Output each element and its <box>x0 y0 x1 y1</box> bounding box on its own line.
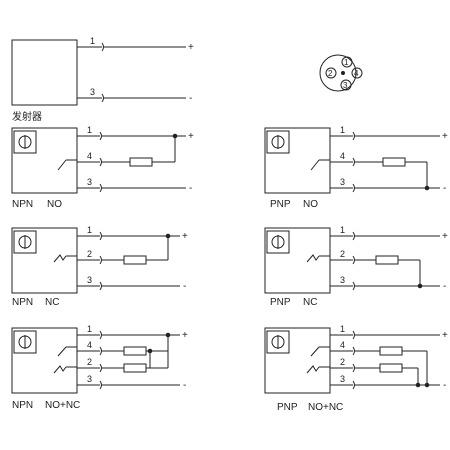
pin-label: 1 <box>340 125 345 135</box>
connector-pinout <box>319 54 363 92</box>
sensor-type-label: NPN <box>12 297 33 308</box>
sensor-icon-frame <box>266 230 290 254</box>
load-resistor <box>379 346 403 356</box>
load-resistor <box>382 157 406 167</box>
sensor-box <box>264 327 331 394</box>
connector-pin-label-4: 4 <box>354 69 359 78</box>
sensor-type-label: NPN <box>12 400 33 411</box>
pin-label: 3 <box>87 374 92 384</box>
minus-sign: - <box>183 281 186 292</box>
sensor-mode-label: NC <box>303 297 317 308</box>
pnp-nonc-block <box>264 327 440 394</box>
load-resistor <box>375 255 399 265</box>
sensor-box <box>11 327 78 394</box>
pin-label: 3 <box>87 275 92 285</box>
no-switch <box>57 346 67 357</box>
connector-pin-1 <box>341 56 353 68</box>
pin-label: 1 <box>87 324 92 334</box>
nc-switch <box>306 365 320 374</box>
sensor-mode-label: NC <box>45 297 59 308</box>
minus-sign: - <box>183 380 186 391</box>
emitter-box <box>11 39 78 106</box>
connector-pin-4 <box>351 67 363 79</box>
sensor-type-label: PNP <box>270 297 291 308</box>
sensor-type-label: PNP <box>277 402 298 413</box>
pnp-no-block <box>264 127 440 194</box>
connector-center <box>341 71 345 75</box>
plus-sign: + <box>188 131 194 142</box>
sensor-icon-frame <box>266 330 290 354</box>
pin-label: 4 <box>340 340 345 350</box>
minus-sign: - <box>443 380 446 391</box>
sensor-icon-frame <box>266 130 290 154</box>
pin-label: 3 <box>87 177 92 187</box>
pin-label: 1 <box>340 225 345 235</box>
sensor-box <box>264 227 331 294</box>
connector-hook <box>101 93 104 103</box>
load-resistor <box>379 363 403 373</box>
connector-pin-3 <box>340 79 352 91</box>
npn-nc-block <box>11 227 180 294</box>
sensor-icon-frame <box>13 130 37 154</box>
pin-label: 2 <box>87 249 92 259</box>
plus-sign: + <box>442 231 448 242</box>
connector-outline <box>319 54 357 92</box>
connector-pin-label-2: 2 <box>328 69 333 78</box>
connector-pin-label-1: 1 <box>344 58 349 67</box>
no-switch <box>57 159 67 171</box>
pin-label: 2 <box>340 357 345 367</box>
load-resistor <box>123 363 147 373</box>
load-resistor <box>123 346 147 356</box>
sensor-mode-label: NO <box>47 199 62 210</box>
pin-label: 1 <box>87 225 92 235</box>
sensor-icon-frame <box>13 330 37 354</box>
sensor-type-label: PNP <box>270 199 291 210</box>
pin-label: 3 <box>340 177 345 187</box>
pin-label: 1 <box>340 324 345 334</box>
sensor-box <box>11 227 78 294</box>
plus-sign: + <box>442 131 448 142</box>
sensor-mode-label: NO <box>303 199 318 210</box>
pin-label: 3 <box>340 374 345 384</box>
connector-pin-label-3: 3 <box>343 81 348 90</box>
no-switch <box>310 159 320 171</box>
load-resistor <box>129 157 153 167</box>
pin-label: 1 <box>87 125 92 135</box>
pin-label: 2 <box>87 357 92 367</box>
nc-switch <box>53 254 67 263</box>
pnp-nc-block <box>264 227 440 294</box>
load-resistor <box>123 255 147 265</box>
no-switch <box>310 346 320 357</box>
emitter-pin-3-label: 3 <box>90 87 95 97</box>
pin-label: 4 <box>87 340 92 350</box>
emitter-plus-sign: + <box>188 42 194 53</box>
emitter-block <box>11 39 186 106</box>
plus-sign: + <box>182 330 188 341</box>
minus-sign: - <box>443 281 446 292</box>
pin-label: 3 <box>340 275 345 285</box>
plus-sign: + <box>442 330 448 341</box>
minus-sign: - <box>443 183 446 194</box>
sensor-icon-frame <box>13 230 37 254</box>
emitter-label: 发射器 <box>12 110 42 123</box>
npn-no-block <box>11 127 186 194</box>
pin-label: 2 <box>340 249 345 259</box>
sensor-mode-label: NO+NC <box>45 400 80 411</box>
connector-hook <box>101 42 104 52</box>
nc-switch <box>306 254 320 263</box>
npn-nonc-block <box>11 327 180 394</box>
connector-pin-2 <box>325 67 337 79</box>
pin-label: 4 <box>340 151 345 161</box>
sensor-mode-label: NO+NC <box>308 402 343 413</box>
emitter-minus-sign: - <box>189 93 192 104</box>
plus-sign: + <box>182 231 188 242</box>
emitter-pin-1-label: 1 <box>90 36 95 46</box>
pin-label: 4 <box>87 151 92 161</box>
nc-switch <box>53 365 67 374</box>
sensor-type-label: NPN <box>12 199 33 210</box>
minus-sign: - <box>189 183 192 194</box>
